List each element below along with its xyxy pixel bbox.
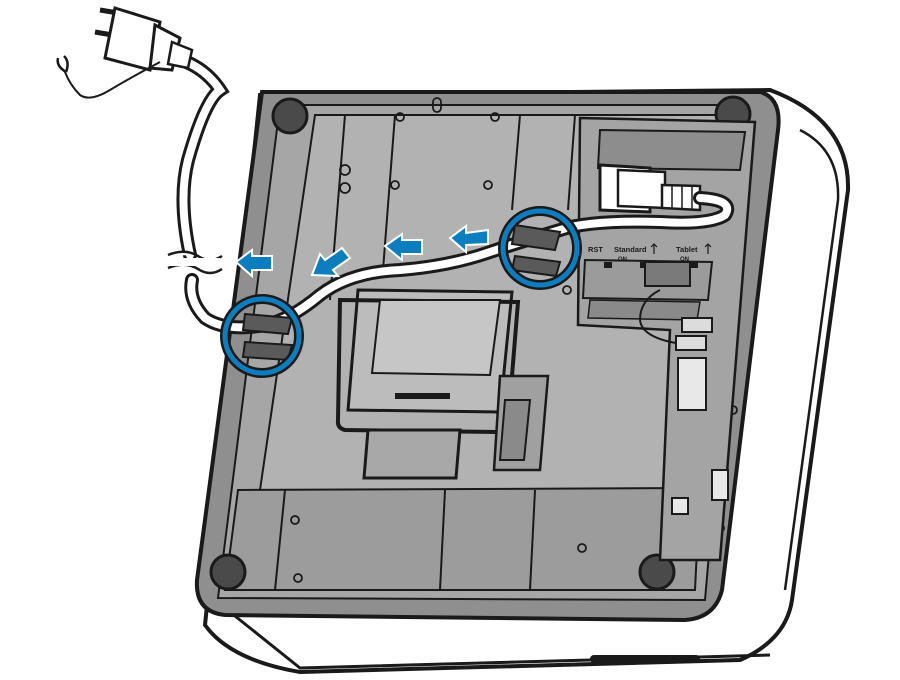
foot-bottom-left bbox=[209, 553, 247, 591]
arrow-left-icon bbox=[234, 248, 273, 279]
circle-highlight-icon bbox=[220, 206, 582, 378]
port-slot bbox=[677, 357, 707, 411]
power-cable bbox=[153, 48, 735, 335]
mount-bracket bbox=[335, 288, 550, 480]
routing-arrows bbox=[234, 224, 489, 279]
arrow-left-icon bbox=[383, 232, 423, 263]
label-tablet-sub: ON bbox=[680, 257, 689, 263]
usb-symbol-icon bbox=[704, 243, 712, 254]
label-rst: RST bbox=[588, 245, 603, 254]
foot-bottom-right bbox=[638, 553, 676, 591]
foot-top-left bbox=[271, 97, 309, 135]
usb-symbol-icon bbox=[650, 243, 658, 254]
screw-holes bbox=[290, 97, 740, 583]
power-plug-icon bbox=[94, 6, 194, 72]
label-tablet: Tablet bbox=[676, 245, 698, 254]
label-standard: Standard bbox=[614, 245, 647, 254]
cable-clips bbox=[241, 223, 562, 362]
label-standard-sub: ON bbox=[618, 257, 627, 263]
ground-wire-icon bbox=[56, 55, 161, 99]
front-slot bbox=[590, 655, 700, 663]
arrow-left-icon bbox=[310, 246, 352, 278]
small-cable bbox=[638, 261, 713, 351]
rubber-feet bbox=[209, 95, 752, 591]
power-connector bbox=[598, 163, 702, 214]
arrow-left-icon bbox=[448, 224, 489, 255]
